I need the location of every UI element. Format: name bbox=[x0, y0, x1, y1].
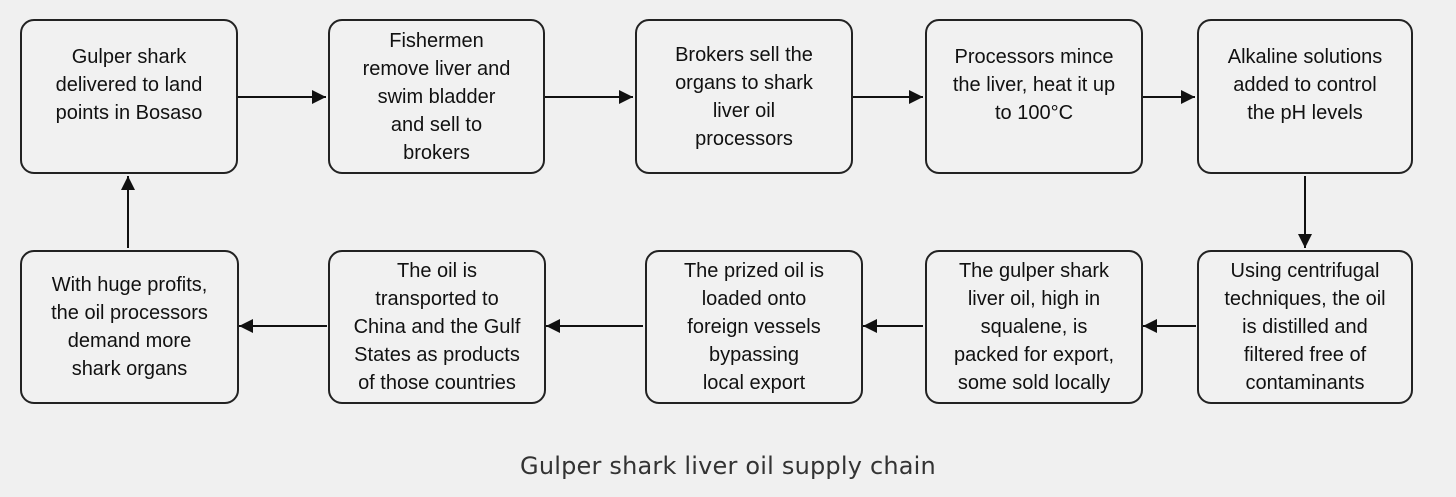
step-box-4: Processors mince the liver, heat it up t… bbox=[925, 19, 1143, 174]
step-text-3: Brokers sell the organs to shark liver o… bbox=[675, 43, 813, 150]
step-box-9: The oil is transported to China and the … bbox=[328, 250, 546, 404]
step-text-10: With huge profits, the oil processors de… bbox=[51, 274, 208, 380]
step-box-8: The prized oil is loaded onto foreign ve… bbox=[645, 250, 863, 404]
step-text-1: Gulper shark delivered to land points in… bbox=[55, 46, 203, 124]
step-box-7: The gulper shark liver oil, high in squa… bbox=[925, 250, 1143, 404]
step-text-8: The prized oil is loaded onto foreign ve… bbox=[683, 260, 825, 394]
step-box-10: With huge profits, the oil processors de… bbox=[20, 250, 239, 404]
step-box-5: Alkaline solutions added to control the … bbox=[1197, 19, 1413, 174]
step-box-6: Using centrifugal techniques, the oil is… bbox=[1197, 250, 1413, 404]
step-box-1: Gulper shark delivered to land points in… bbox=[20, 19, 238, 174]
step-text-9: The oil is transported to China and the … bbox=[353, 260, 521, 394]
step-box-3: Brokers sell the organs to shark liver o… bbox=[635, 19, 853, 174]
diagram-caption: Gulper shark liver oil supply chain bbox=[520, 452, 936, 480]
step-text-5: Alkaline solutions added to control the … bbox=[1227, 46, 1383, 124]
step-text-7: The gulper shark liver oil, high in squa… bbox=[953, 260, 1115, 394]
step-text-6: Using centrifugal techniques, the oil is… bbox=[1224, 260, 1386, 394]
step-text-2: Fishermen remove liver and swim bladder … bbox=[362, 29, 511, 164]
step-text-4: Processors mince the liver, heat it up t… bbox=[952, 46, 1116, 124]
step-box-2: Fishermen remove liver and swim bladder … bbox=[328, 19, 545, 174]
